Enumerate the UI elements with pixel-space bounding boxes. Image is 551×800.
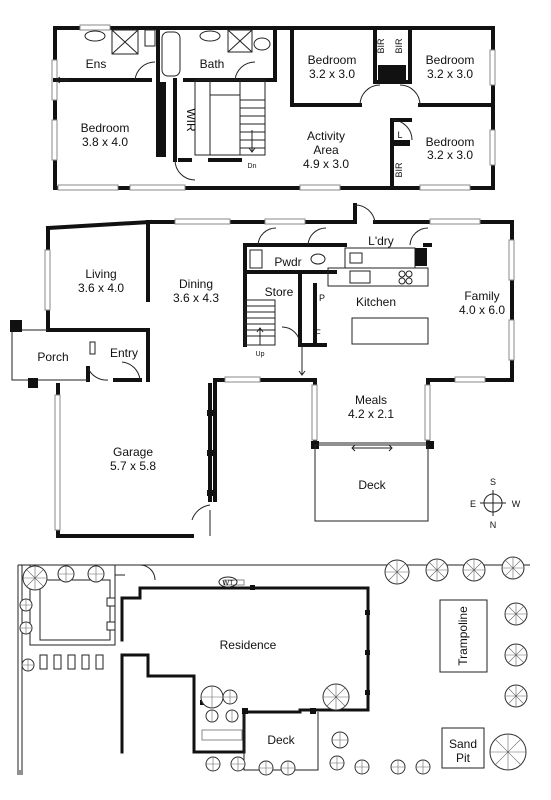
ground-floor: Living 3.6 x 4.0 Dining 3.6 x 4.3 Pwdr L… xyxy=(10,203,515,538)
bedroom-1-name: Bedroom xyxy=(81,121,130,135)
residence-label: Residence xyxy=(220,638,277,652)
trampoline-label: Trampoline xyxy=(456,606,470,666)
trees xyxy=(19,556,528,776)
sand-pit-label-1: Sand xyxy=(449,737,477,751)
dining-name: Dining xyxy=(179,277,213,291)
laundry-label: L'dry xyxy=(368,234,394,248)
wir-label: WIR xyxy=(184,108,198,132)
bedroom-3-name: Bedroom xyxy=(426,53,475,67)
family-name: Family xyxy=(464,289,499,303)
bir-label-1: BIR xyxy=(376,38,386,54)
bir-label-2: BIR xyxy=(394,38,404,54)
bedroom-2-name: Bedroom xyxy=(308,53,357,67)
pantry-label: P xyxy=(319,293,325,303)
bath-label: Bath xyxy=(200,57,225,71)
stepping-stones xyxy=(39,654,104,670)
meals-dims: 4.2 x 2.1 xyxy=(348,407,394,421)
deck-label: Deck xyxy=(358,478,386,492)
upper-stairs xyxy=(209,80,265,155)
water-tank-label: WT xyxy=(223,580,235,587)
water-tank-icon xyxy=(218,576,238,588)
living-name: Living xyxy=(85,267,116,281)
activity-area-name1: Activity xyxy=(307,129,345,143)
activity-area-name2: Area xyxy=(313,143,339,157)
ground-stairs xyxy=(244,299,276,346)
bath-fixtures xyxy=(161,29,271,77)
garage-name: Garage xyxy=(113,445,153,459)
family-dims: 4.0 x 6.0 xyxy=(459,303,505,317)
ens-label: Ens xyxy=(86,57,107,71)
bedroom-4-dims: 3.2 x 3.0 xyxy=(427,148,473,162)
entry-label: Entry xyxy=(110,346,138,360)
compass: S E W N xyxy=(470,477,521,530)
meals-name: Meals xyxy=(355,393,387,407)
porch-label: Porch xyxy=(37,350,68,364)
ens-fixtures xyxy=(84,29,156,55)
bedroom-3-dims: 3.2 x 3.0 xyxy=(427,67,473,81)
living-dims: 3.6 x 4.0 xyxy=(78,281,124,295)
dining-dims: 3.6 x 4.3 xyxy=(173,291,219,305)
kitchen-label: Kitchen xyxy=(356,295,396,309)
compass-s: S xyxy=(490,477,496,487)
site-plan: WT xyxy=(17,556,530,776)
stairs-down-label: Dn xyxy=(248,163,257,170)
compass-n: N xyxy=(490,520,497,530)
compass-w: W xyxy=(512,499,521,509)
linen-label: L xyxy=(397,130,402,140)
upper-floor: Ens Bath WIR Bedroom 3.8 x 4.0 Bedroom 3… xyxy=(51,24,496,191)
site-deck-label: Deck xyxy=(267,733,295,747)
stairs-up-label: Up xyxy=(256,351,265,358)
compass-e: E xyxy=(470,499,476,509)
activity-area-dims: 4.9 x 3.0 xyxy=(303,157,349,171)
pwdr-label: Pwdr xyxy=(274,255,301,269)
bedroom-1-dims: 3.8 x 4.0 xyxy=(82,135,128,149)
store-label: Store xyxy=(265,285,294,299)
bedroom-2-dims: 3.2 x 3.0 xyxy=(309,67,355,81)
bir-label-3: BIR xyxy=(394,162,404,178)
sand-pit-label-2: Pit xyxy=(456,751,471,765)
garage-dims: 5.7 x 5.8 xyxy=(110,459,156,473)
bedroom-4-name: Bedroom xyxy=(426,135,475,149)
fridge-label: F xyxy=(315,328,321,338)
